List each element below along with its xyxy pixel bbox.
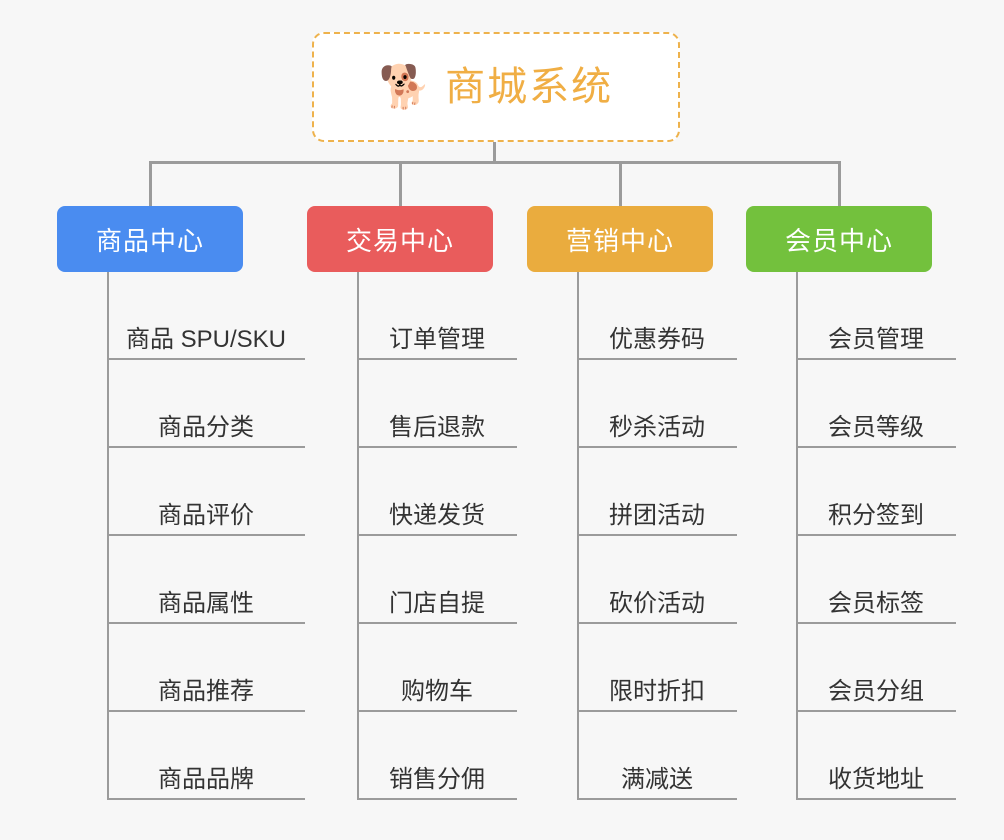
category-header-3[interactable]: 营销中心 [527,206,713,272]
leaf-item-label: 会员标签 [828,589,924,617]
leaf-item[interactable]: 商品品牌 [107,712,305,800]
leaf-item-label: 门店自提 [389,589,485,617]
leaf-item-label: 购物车 [401,677,473,705]
leaf-item-label: 砍价活动 [609,589,705,617]
category-header-2[interactable]: 交易中心 [307,206,493,272]
category-header-label: 交易中心 [345,225,454,256]
category-header-label: 商品中心 [95,225,204,256]
root-title: 商城系统 [445,65,614,109]
leaf-item[interactable]: 商品推荐 [107,624,305,712]
connector-drop-3 [619,161,622,207]
leaf-item[interactable]: 砍价活动 [577,536,737,624]
category-header-label: 会员中心 [784,225,893,256]
leaf-item-label: 会员管理 [828,325,924,353]
leaf-item[interactable]: 收货地址 [796,712,956,800]
category-header-4[interactable]: 会员中心 [746,206,932,272]
leaf-item[interactable]: 会员等级 [796,360,956,448]
branch-spine [796,272,798,800]
branch-spine [107,272,109,800]
connector-root-stem [493,142,496,164]
leaf-item[interactable]: 积分签到 [796,448,956,536]
leaf-item[interactable]: 限时折扣 [577,624,737,712]
leaf-item-label: 优惠券码 [609,325,705,353]
leaf-item-label: 会员等级 [828,413,924,441]
leaf-item-label: 限时折扣 [609,677,705,705]
leaf-item-label: 商品分类 [158,413,254,441]
leaf-item[interactable]: 会员分组 [796,624,956,712]
connector-drop-2 [399,161,402,207]
connector-drop-1 [149,161,152,207]
leaf-item[interactable]: 销售分佣 [357,712,517,800]
leaf-item[interactable]: 商品分类 [107,360,305,448]
leaf-item-label: 会员分组 [828,677,924,705]
connector-drop-4 [838,161,841,207]
leaf-item-label: 快递发货 [389,501,485,529]
leaf-item[interactable]: 优惠券码 [577,272,737,360]
leaf-item[interactable]: 满减送 [577,712,737,800]
leaf-item-label: 售后退款 [389,413,485,441]
root-node[interactable]: 🐕 商城系统 [312,32,680,142]
leaf-item-label: 收货地址 [828,765,924,793]
shiba-inu-icon: 🐕 [378,63,432,110]
leaf-item-label: 商品品牌 [158,765,254,793]
leaf-item[interactable]: 商品 SPU/SKU [107,272,305,360]
leaf-item-label: 秒杀活动 [609,413,705,441]
leaf-item[interactable]: 门店自提 [357,536,517,624]
branch-spine [357,272,359,800]
leaf-item[interactable]: 快递发货 [357,448,517,536]
leaf-item[interactable]: 售后退款 [357,360,517,448]
leaf-item[interactable]: 秒杀活动 [577,360,737,448]
leaf-item-label: 拼团活动 [609,501,705,529]
leaf-item-label: 商品评价 [158,501,254,529]
category-header-label: 营销中心 [565,225,674,256]
leaf-item-label: 积分签到 [828,501,924,529]
leaf-item[interactable]: 会员标签 [796,536,956,624]
leaf-item-label: 商品属性 [158,589,254,617]
leaf-item-label: 满减送 [621,765,693,793]
leaf-item[interactable]: 商品评价 [107,448,305,536]
leaf-item-label: 商品推荐 [158,677,254,705]
leaf-item-label: 销售分佣 [389,765,485,793]
category-header-1[interactable]: 商品中心 [57,206,243,272]
leaf-item-label: 商品 SPU/SKU [125,325,287,353]
leaf-item-label: 订单管理 [389,325,485,353]
leaf-item[interactable]: 会员管理 [796,272,956,360]
leaf-item[interactable]: 拼团活动 [577,448,737,536]
leaf-item[interactable]: 订单管理 [357,272,517,360]
branch-spine [577,272,579,800]
leaf-item[interactable]: 购物车 [357,624,517,712]
leaf-item[interactable]: 商品属性 [107,536,305,624]
connector-horizontal-bus [150,161,840,164]
